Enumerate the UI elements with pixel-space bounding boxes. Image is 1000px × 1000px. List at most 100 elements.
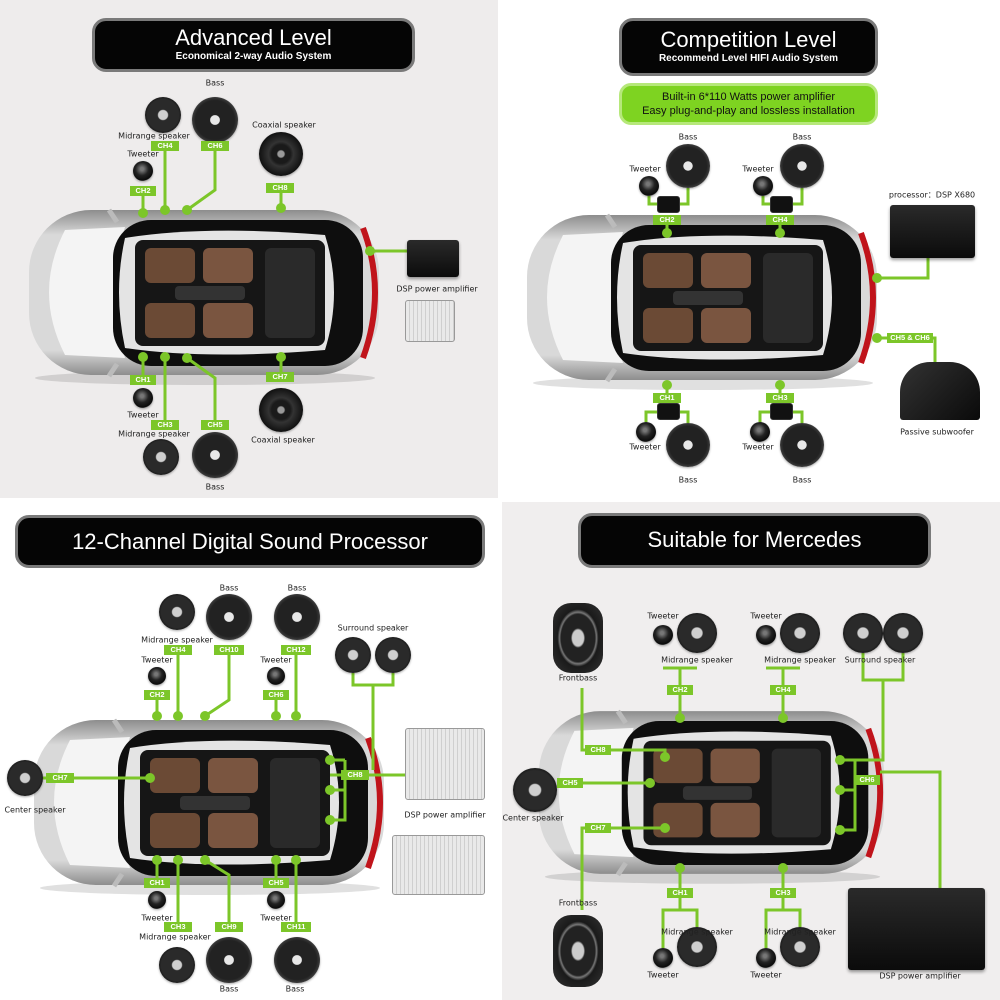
dsp-label: DSP power amplifier [396, 284, 478, 294]
bass-label: Bass [285, 984, 305, 994]
channel-tag: CH6 [854, 775, 880, 785]
passive-subwoofer [900, 362, 980, 420]
tweeter-label: Tweeter [629, 442, 661, 452]
bass-label: Bass [792, 132, 812, 142]
midrange-speaker [677, 927, 717, 967]
channel-tag: CH4 [151, 141, 179, 151]
panel-title: Suitable for Mercedes [647, 527, 862, 552]
channel-tag: CH2 [130, 186, 156, 196]
tweeter-speaker [639, 176, 659, 196]
channel-tag: CH6 [263, 690, 289, 700]
tweeter-speaker [756, 948, 776, 968]
bass-label: Bass [219, 583, 239, 593]
surround-label: Surround speaker [844, 655, 916, 665]
bass-label: Bass [205, 482, 225, 492]
tweeter-label: Tweeter [141, 655, 173, 665]
bass-label: Bass [205, 78, 225, 88]
car-top-view [25, 200, 385, 385]
channel-tag: CH5 [557, 778, 583, 788]
midrange-label: Midrange speaker [118, 131, 190, 141]
midrange-speaker [143, 439, 179, 475]
midrange-speaker [883, 613, 923, 653]
coaxial-speaker [259, 388, 303, 432]
header-competition-level: Competition Level Recommend Level HIFI A… [619, 18, 878, 76]
tweeter-label: Tweeter [629, 164, 661, 174]
tweeter-speaker [148, 891, 166, 909]
crossover-module [770, 196, 793, 213]
channel-tag: CH3 [766, 393, 794, 403]
power-amplifier [392, 835, 485, 895]
tweeter-speaker [267, 667, 285, 685]
channel-tag: CH3 [151, 420, 179, 430]
tweeter-speaker [148, 667, 166, 685]
feature-box: Built-in 6*110 Watts power amplifier Eas… [619, 83, 878, 125]
dsp-amplifier [848, 888, 985, 970]
processor-label: processor：DSP X680 [888, 190, 976, 200]
subwoofer-label: Passive subwoofer [900, 427, 974, 437]
channel-tag: CH4 [770, 685, 796, 695]
channel-tag: CH1 [667, 888, 693, 898]
car-top-view [535, 700, 890, 885]
tweeter-label: Tweeter [141, 913, 173, 923]
tweeter-label: Tweeter [647, 611, 679, 621]
midrange-speaker [677, 613, 717, 653]
tweeter-label: Tweeter [647, 970, 679, 980]
channel-tag: CH2 [653, 215, 681, 225]
tweeter-label: Tweeter [127, 410, 159, 420]
power-amplifier [405, 300, 455, 342]
frontbass-label: Frontbass [558, 673, 598, 683]
tweeter-speaker [636, 422, 656, 442]
midrange-speaker [375, 637, 411, 673]
channel-tag: CH4 [766, 215, 794, 225]
channel-tag: CH4 [164, 645, 192, 655]
midrange-speaker [7, 760, 43, 796]
channel-tag: CH3 [164, 922, 192, 932]
midrange-speaker [780, 927, 820, 967]
feature-line: Built-in 6*110 Watts power amplifier [661, 91, 835, 103]
dsp-label: DSP power amplifier [404, 810, 486, 820]
channel-tag: CH5 & CH6 [887, 333, 933, 343]
midrange-speaker [159, 594, 195, 630]
channel-tag: CH1 [144, 878, 170, 888]
header-advanced-level: Advanced Level Economical 2-way Audio Sy… [92, 18, 415, 72]
channel-tag: CH5 [263, 878, 289, 888]
tweeter-label: Tweeter [750, 611, 782, 621]
tweeter-speaker [133, 388, 153, 408]
surround-label: Surround speaker [337, 623, 409, 633]
panel-title: Competition Level [660, 27, 837, 52]
bass-speaker [206, 594, 252, 640]
channel-tag: CH3 [770, 888, 796, 898]
channel-tag: CH12 [281, 645, 311, 655]
center-label: Center speaker [502, 813, 564, 823]
bass-label: Bass [678, 475, 698, 485]
midrange-speaker [780, 613, 820, 653]
bass-speaker [780, 144, 824, 188]
tweeter-label: Tweeter [260, 655, 292, 665]
bass-speaker [666, 144, 710, 188]
tweeter-speaker [267, 891, 285, 909]
midrange-speaker [145, 97, 181, 133]
crossover-module [657, 196, 680, 213]
dsp-amplifier [405, 728, 485, 800]
header-12-channel: 12-Channel Digital Sound Processor [15, 515, 485, 568]
coaxial-label: Coaxial speaker [251, 435, 315, 445]
frontbass-label: Frontbass [558, 898, 598, 908]
crossover-module [770, 403, 793, 420]
bass-speaker [192, 97, 238, 143]
channel-tag: CH7 [585, 823, 611, 833]
channel-tag: CH10 [214, 645, 244, 655]
panel-subtitle: Recommend Level HIFI Audio System [658, 53, 839, 64]
channel-tag: CH7 [46, 773, 74, 783]
panel-title: 12-Channel Digital Sound Processor [72, 529, 428, 554]
channel-tag: CH1 [130, 375, 156, 385]
tweeter-label: Tweeter [750, 970, 782, 980]
center-label: Center speaker [4, 805, 66, 815]
feature-line: Easy plug-and-play and lossless installa… [642, 105, 855, 117]
panel-subtitle: Economical 2-way Audio System [175, 51, 332, 62]
channel-tag: CH9 [215, 922, 243, 932]
tweeter-label: Tweeter [742, 442, 774, 452]
midrange-label: Midrange speaker [141, 635, 213, 645]
tweeter-speaker [753, 176, 773, 196]
midrange-speaker [159, 947, 195, 983]
bass-label: Bass [792, 475, 812, 485]
